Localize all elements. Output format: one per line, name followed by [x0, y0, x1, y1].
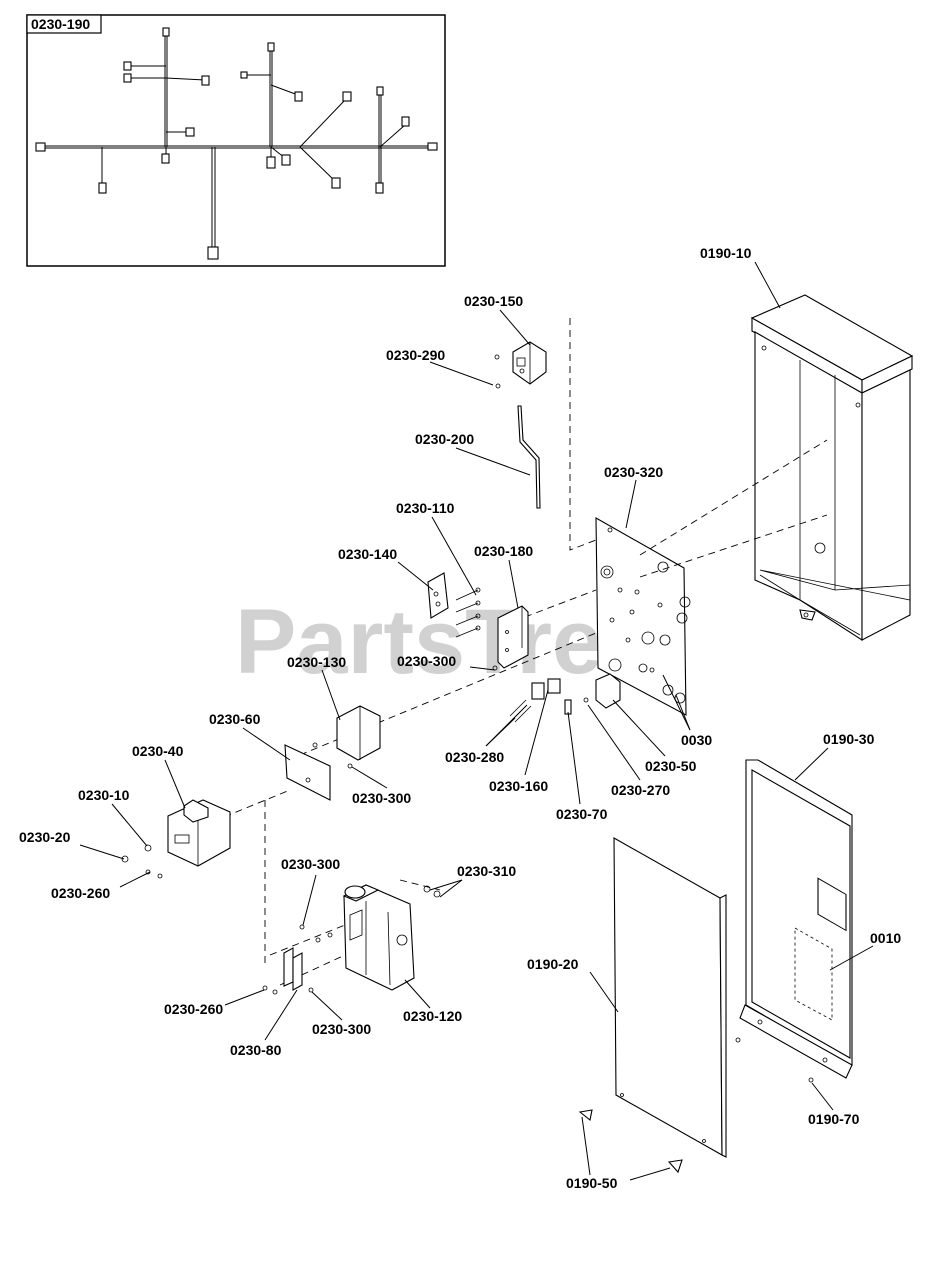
inner-door [578, 837, 727, 1174]
label-0230-20[interactable]: 0230-20 [19, 829, 71, 845]
part-0230-180 [492, 605, 529, 671]
label-0230-320[interactable]: 0230-320 [604, 464, 663, 480]
label-0230-60[interactable]: 0230-60 [209, 711, 261, 727]
label-0230-130[interactable]: 0230-130 [287, 654, 346, 670]
label-0230-260-b[interactable]: 0230-260 [164, 1001, 223, 1017]
part-0230-130 [312, 705, 381, 769]
label-0230-200[interactable]: 0230-200 [415, 431, 474, 447]
label-0230-300-b[interactable]: 0230-300 [352, 790, 411, 806]
label-0190-70[interactable]: 0190-70 [808, 1111, 860, 1127]
wiring-harness-inset: 0230-190 [26, 14, 446, 267]
wiring-harness [35, 27, 438, 260]
label-0230-300-a[interactable]: 0230-300 [397, 653, 456, 669]
label-0230-50[interactable]: 0230-50 [645, 758, 697, 774]
enclosure-housing [750, 294, 914, 642]
label-0230-10[interactable]: 0230-10 [78, 787, 130, 803]
label-0230-70[interactable]: 0230-70 [556, 806, 608, 822]
label-0190-30[interactable]: 0190-30 [823, 731, 875, 747]
inset-label-box [26, 14, 102, 34]
part-0230-40 [121, 799, 231, 879]
label-0190-10[interactable]: 0190-10 [700, 245, 752, 261]
parts-mid-cluster [509, 667, 655, 723]
label-0230-160[interactable]: 0230-160 [489, 778, 548, 794]
label-0230-40[interactable]: 0230-40 [132, 743, 184, 759]
part-0230-110 [455, 587, 481, 638]
label-0030[interactable]: 0030 [681, 732, 712, 748]
label-0230-120[interactable]: 0230-120 [403, 1008, 462, 1024]
part-0230-80 [262, 947, 314, 995]
label-0230-270[interactable]: 0230-270 [611, 782, 670, 798]
label-0230-110[interactable]: 0230-110 [396, 500, 455, 516]
label-0230-300-c[interactable]: 0230-300 [281, 856, 340, 872]
part-0230-200 [517, 405, 541, 509]
label-0230-310[interactable]: 0230-310 [457, 863, 516, 879]
label-0230-280[interactable]: 0230-280 [445, 749, 504, 765]
leader-lines [79, 261, 874, 1181]
inset-label[interactable]: 0230-190 [31, 16, 90, 32]
outer-door [735, 759, 853, 1083]
label-0230-180[interactable]: 0230-180 [474, 543, 533, 559]
inset-frame [26, 14, 446, 267]
label-0230-260-a[interactable]: 0230-260 [51, 885, 110, 901]
label-0230-290[interactable]: 0230-290 [386, 347, 445, 363]
label-0190-50[interactable]: 0190-50 [566, 1175, 618, 1191]
callout-labels: 0190-10 0230-150 0230-290 0230-200 0230-… [19, 245, 901, 1191]
label-0230-80[interactable]: 0230-80 [230, 1042, 282, 1058]
part-0230-150 [494, 341, 547, 389]
part-0230-120 [299, 884, 441, 991]
label-0230-140[interactable]: 0230-140 [338, 546, 397, 562]
label-0010[interactable]: 0010 [870, 930, 901, 946]
part-0230-140 [427, 572, 449, 619]
label-0190-20[interactable]: 0190-20 [527, 956, 579, 972]
alignment-lines [179, 318, 828, 986]
back-panel [595, 517, 691, 716]
label-0230-150[interactable]: 0230-150 [464, 293, 523, 309]
part-0230-60 [284, 744, 331, 801]
label-0230-300-d[interactable]: 0230-300 [312, 1021, 371, 1037]
